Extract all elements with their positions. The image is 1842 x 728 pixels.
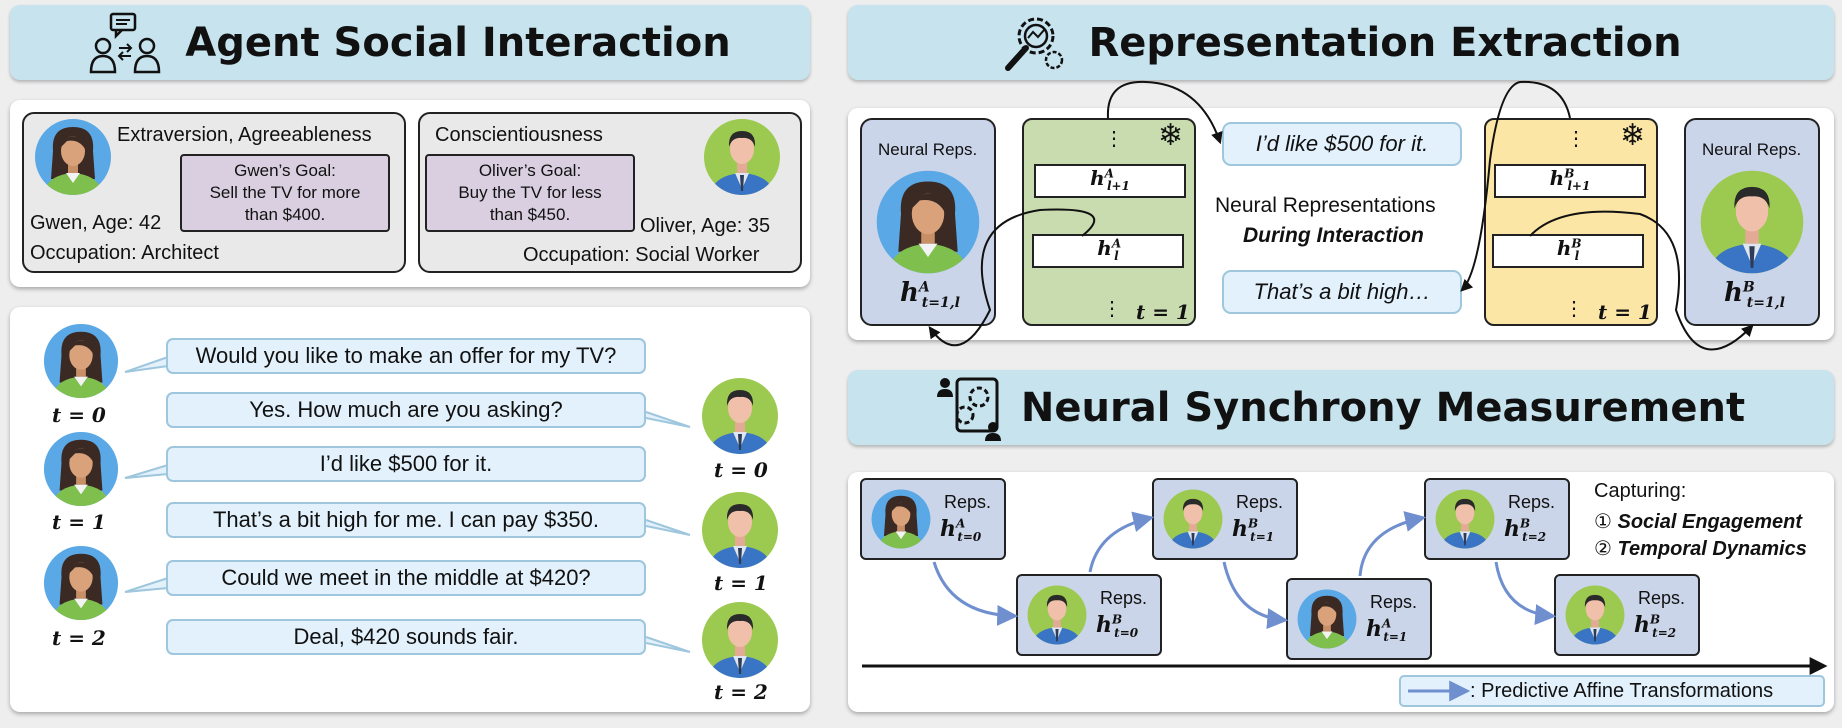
bubble-tail-2 <box>124 464 169 479</box>
node-h-label: hAt=0 <box>940 516 982 545</box>
people-gears-icon <box>936 377 1001 441</box>
reps-label: Reps. <box>1100 588 1148 608</box>
gwen-goal-line2: than $400. <box>244 205 326 224</box>
bubble-tail-5 <box>645 636 691 653</box>
oliver-goal-line1: Buy the TV for less <box>458 183 602 202</box>
dialogue-bubble-1: Yes. How much are you asking? <box>166 392 646 428</box>
gwen-time-label-t2: t = 2 <box>52 626 106 650</box>
quote-top: I’d like $500 for it. <box>1222 122 1462 166</box>
sync-node-b-t2-lower: Reps. hBt=2 <box>1554 574 1700 656</box>
snowflake-icon-b: ❄ <box>1620 119 1646 152</box>
gwen-goal-line1: Sell the TV for more <box>209 183 361 202</box>
neural-synchrony-banner: Neural Synchrony Measurement <box>848 370 1834 445</box>
gwen-avatar-t1 <box>42 430 120 508</box>
legend-label: : Predictive Affine Transformations <box>1470 680 1774 702</box>
gear-magnifier-icon <box>1005 17 1064 71</box>
bubble-tail-1 <box>645 411 691 428</box>
dialogue-bubble-tails <box>124 356 691 653</box>
reps-label: Reps. <box>1236 492 1284 512</box>
gwen-goal-box: Gwen’s Goal: Sell the TV for more than $… <box>180 154 390 232</box>
dialogue-bubble-3: That’s a bit high for me. I can pay $350… <box>166 502 646 538</box>
oliver-avatar-reps <box>1698 168 1806 276</box>
capturing-item-1: ① Social Engagement <box>1594 511 1802 533</box>
dialogue-bubble-5: Deal, $420 sounds fair. <box>166 619 646 655</box>
reps-label: Reps. <box>944 492 992 512</box>
gwen-avatar-node-t1 <box>1296 588 1358 650</box>
people-chat-icon <box>90 12 161 73</box>
oliver-avatar-t0 <box>700 376 780 456</box>
layer-b-l-plus-1: hBl+1 <box>1494 164 1646 198</box>
sync-node-b-t0: Reps. hBt=0 <box>1016 574 1162 656</box>
sync-node-b-t2-upper: Reps. hBt=2 <box>1424 478 1570 560</box>
gwen-avatar-reps <box>874 168 982 276</box>
gwen-avatar-t2 <box>42 544 120 622</box>
oliver-avatar-node-t2-upper <box>1434 488 1496 550</box>
gwen-name-age: Gwen, Age: 42 <box>30 212 162 234</box>
bubble-tail-3 <box>645 519 691 536</box>
dialogue-bubble-0: Would you like to make an offer for my T… <box>166 338 646 374</box>
capturing-item-2: ② Temporal Dynamics <box>1594 538 1807 560</box>
reps-label: Reps. <box>1370 592 1418 612</box>
reps-label: Reps. <box>1638 588 1686 608</box>
sync-node-b-t1: Reps. hBt=1 <box>1152 478 1298 560</box>
layer-a-l: hAl <box>1032 234 1184 268</box>
neural-reps-b-label: Neural Reps. <box>1702 140 1802 159</box>
agent-social-interaction-title: Agent Social Interaction <box>185 19 731 66</box>
gwen-time-label-t0: t = 0 <box>52 403 106 427</box>
dots-a-top: ⋮ <box>1104 128 1124 150</box>
representation-extraction-title: Representation Extraction <box>1088 19 1682 66</box>
gwen-traits: Extraversion, Agreeableness <box>117 124 372 146</box>
node-h-label: hBt=2 <box>1634 612 1677 641</box>
bubble-tail-4 <box>124 577 169 593</box>
oliver-goal-line2: than $450. <box>489 205 571 224</box>
t1-label-a: t = 1 <box>1136 300 1190 324</box>
oliver-goal-box: Oliver’s Goal: Buy the TV for less than … <box>425 154 635 232</box>
quote-bottom: That’s a bit high… <box>1222 270 1462 314</box>
gwen-occupation: Occupation: Architect <box>30 242 219 264</box>
reps-label: Reps. <box>1508 492 1556 512</box>
sync-node-a-t1: Reps. hAt=1 <box>1286 578 1432 660</box>
oliver-avatar-node-t0 <box>1026 584 1088 646</box>
node-h-label: hBt=0 <box>1096 612 1139 641</box>
dots-a-bottom: ⋮ <box>1102 298 1122 320</box>
oliver-goal-title: Oliver’s Goal: <box>478 161 582 180</box>
oliver-traits: Conscientiousness <box>435 124 603 146</box>
oliver-name-age: Oliver, Age: 35 <box>640 215 771 237</box>
oliver-time-label-t2: t = 2 <box>714 680 768 704</box>
center-caption-line2: During Interaction <box>1243 224 1424 247</box>
representation-extraction-banner: Representation Extraction <box>848 5 1834 80</box>
oliver-avatar-node-t2-lower <box>1564 584 1626 646</box>
oliver-time-label-t0: t = 0 <box>714 458 768 482</box>
dialogue-bubble-2: I’d like $500 for it. <box>166 446 646 482</box>
oliver-occupation: Occupation: Social Worker <box>523 244 760 266</box>
dots-b-top: ⋮ <box>1566 128 1586 150</box>
capturing-title: Capturing: <box>1594 480 1687 502</box>
center-caption-line1: Neural Representations <box>1215 194 1436 217</box>
gwen-time-label-t1: t = 1 <box>52 510 106 534</box>
node-h-label: hBt=2 <box>1504 516 1547 545</box>
h-a-t1-l-label: hAt=1,l <box>900 278 960 312</box>
gwen-avatar-t0 <box>42 322 120 400</box>
bubble-tail-0 <box>124 356 169 373</box>
t1-label-b: t = 1 <box>1598 300 1652 324</box>
sync-node-a-t0: Reps. hAt=0 <box>860 478 1006 560</box>
gwen-avatar-node-t0 <box>870 488 932 550</box>
dots-b-bottom: ⋮ <box>1564 298 1584 320</box>
snowflake-icon-a: ❄ <box>1158 119 1184 152</box>
agent-social-interaction-banner: Agent Social Interaction <box>10 5 810 80</box>
h-b-t1-l-label: hBt=1,l <box>1724 278 1785 312</box>
oliver-avatar-node-t1 <box>1162 488 1224 550</box>
node-h-label: hAt=1 <box>1366 616 1408 645</box>
layer-b-l: hBl <box>1492 234 1644 268</box>
dialogue-bubble-4: Could we meet in the middle at $420? <box>166 560 646 596</box>
neural-reps-a-label: Neural Reps. <box>878 140 978 159</box>
oliver-avatar-t1 <box>700 490 780 570</box>
oliver-time-label-t1: t = 1 <box>714 571 768 595</box>
neural-synchrony-title: Neural Synchrony Measurement <box>1020 384 1746 431</box>
node-h-label: hBt=1 <box>1232 516 1275 545</box>
layer-a-l-plus-1: hAl+1 <box>1034 164 1186 198</box>
oliver-avatar-t2 <box>700 600 780 680</box>
gwen-goal-title: Gwen’s Goal: <box>234 161 336 180</box>
